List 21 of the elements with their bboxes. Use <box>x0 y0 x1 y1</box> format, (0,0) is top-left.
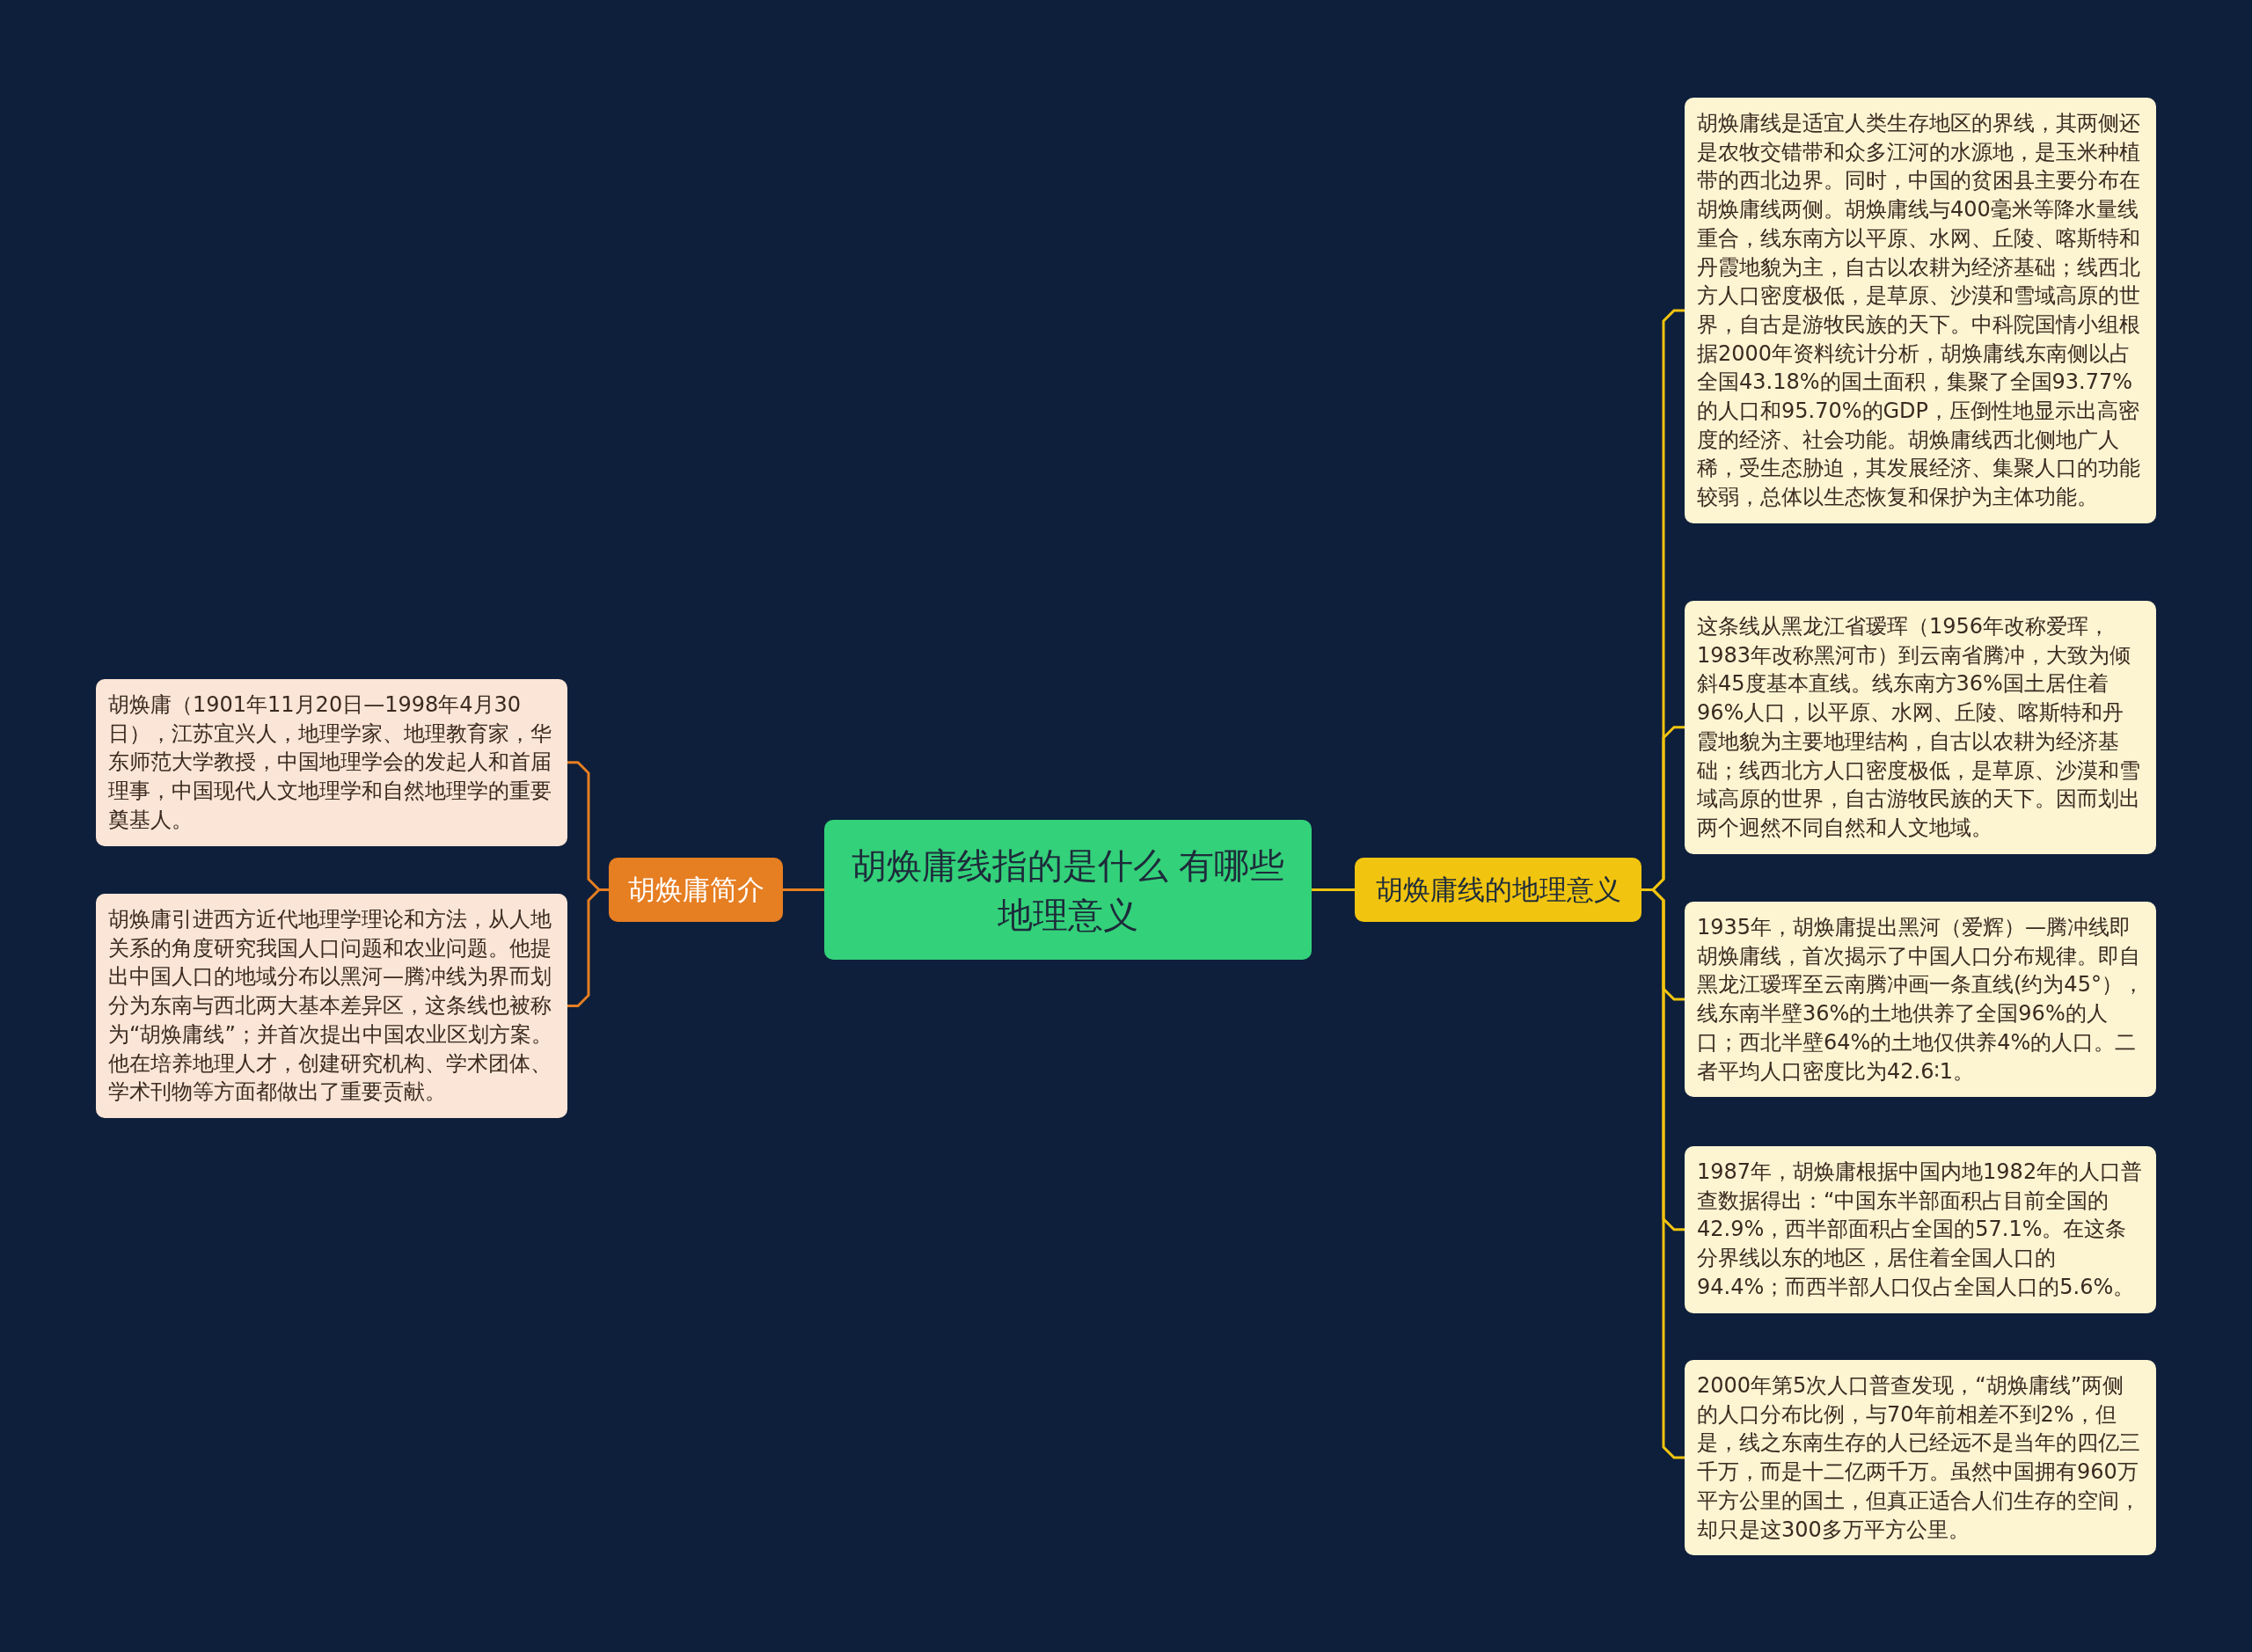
note-card <box>96 679 567 846</box>
topic-text: 1935年，胡焕庸提出黑河（爱辉）—腾冲线即胡焕庸线，首次揭示了中国人口分布规律。即自黑龙江瑷珲至云南腾冲画一条直线(约为45°），线东南半壁36%的土地供养了全国96%的人口；西北半壁64%的土地仅供养4%的人口。二者平均人口密度比为42.6∶1。 <box>1697 914 2144 1085</box>
topic-text: 2000年第5次人口普查发现，“胡焕庸线”两侧的人口分布比例，与70年前相差不到2%，但是，线之东南生存的人已经远不是当年的四亿三千万，而是十二亿两千万。虽然中国拥有960万平方公里的国土，但真正适合人们生存的空间，却只是这300多万平方公里。 <box>1697 1372 2141 1544</box>
topic-text: 胡焕庸线指的是什么 有哪些地理意义 <box>850 844 1286 937</box>
connector-line <box>783 888 824 891</box>
topic-text: 胡焕庸引进西方近代地理学理论和方法，从人地关系的角度研究我国人口问题和农业问题。他提出中国人口的地域分布以黑河—腾冲线为界而划分为东南与西北两大基本差异区，这条线也被称为“胡焕庸线”；并首次提出中国农业区划方案。他在培养地理人才，创建研究机构、学术团体、学术刊物等方面都做出了重要贡献。 <box>108 906 553 1107</box>
topic-text: 胡焕庸线是适宜人类生存地区的界线，其两侧还是农牧交错带和众多江河的水源地，是玉米种植带的西北边界。同时，中国的贫困县主要分布在胡焕庸线两侧。胡焕庸线与400毫米等降水量线重合，线东南方以平原、水网、丘陵、喀斯特和丹霞地貌为主，自古以农耕为经济基础；线西北方人口密度极低，是草原、沙漠和雪域高原的世界，自古是游牧民族的天下。中科院国情小组根据2000年资料统计分析，胡焕庸线东南侧以占全国43.18%的国土面积，集聚了全国93.77%的人口和95.70%的GDP，压倒性地显示出高密度的经济、社会功能。胡焕庸线西北侧地广人稀，受生态胁迫，其发展经济、集聚人口的功能较弱，总体以生态恢复和保护为主体功能。 <box>1697 110 2141 512</box>
note-card <box>96 894 567 1118</box>
topic-text: 胡焕庸线的地理意义 <box>1375 872 1621 907</box>
central-topic-box <box>824 820 1312 960</box>
note-card <box>1685 1146 2156 1313</box>
topic-text: 胡焕庸（1901年11月20日—1998年4月30日），江苏宜兴人，地理学家、地理教育家，华东师范大学教授，中国地理学会的发起人和首届理事，中国现代人文地理学和自然地理学的重要奠基人。 <box>108 691 552 834</box>
topic-text: 胡焕庸简介 <box>627 872 764 907</box>
note-card <box>1685 902 2156 1098</box>
connector-line <box>567 888 609 1007</box>
branch-topic-box <box>1355 858 1641 922</box>
note-card <box>1685 1360 2156 1556</box>
topic-text: 1987年，胡焕庸根据中国内地1982年的人口普查数据得出：“中国东半部面积占目前全国的42.9%，西半部面积占全国的57.1%。在这条分界线以东的地区，居住着全国人口的94.4%；而西半部人口仅占全国人口的5.6%。 <box>1697 1159 2144 1301</box>
branch-topic-box <box>609 858 783 922</box>
topic-text: 这条线从黑龙江省瑷珲（1956年改称爱珲，1983年改称黑河市）到云南省腾冲，大致为倾斜45度基本直线。线东南方36%国土居住着96%人口，以平原、水网、丘陵、喀斯特和丹霞地貌为主要地理结构，自古以农耕为经济基础；线西北方人口密度极低，是草原、沙漠和雪域高原的世界，自古游牧民族的天下。因而划出两个迥然不同自然和人文地域。 <box>1697 613 2141 842</box>
connector-line <box>1312 888 1355 891</box>
